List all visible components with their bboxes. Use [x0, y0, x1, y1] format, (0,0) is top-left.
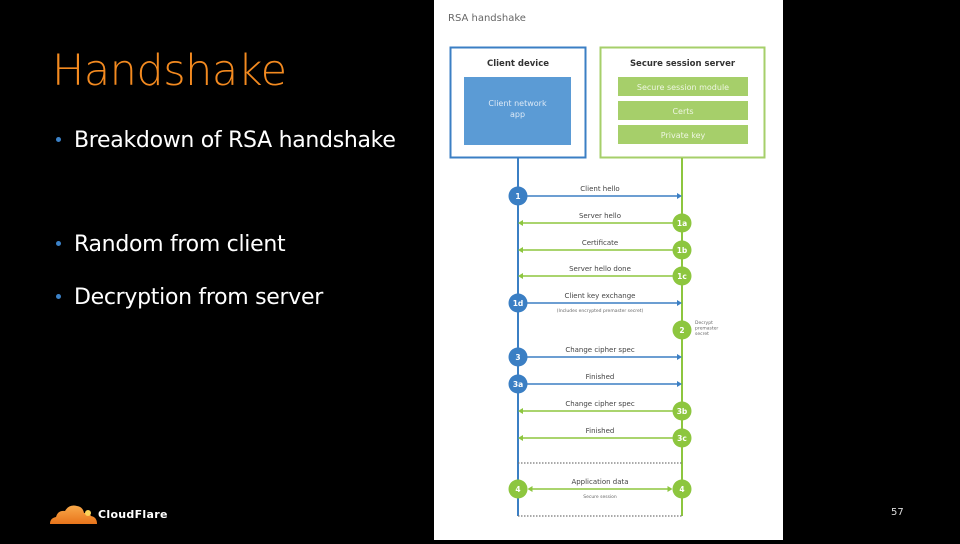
certs-box	[618, 101, 748, 120]
bullet-text: Breakdown of RSA handshake	[74, 128, 396, 153]
arrow-head-icon	[667, 486, 673, 492]
step-note: premaster	[695, 326, 718, 332]
cloudflare-logo-icon	[50, 505, 97, 524]
arrow-head-icon	[518, 435, 523, 441]
arrow-head-icon	[518, 220, 523, 226]
bullet-text: Decryption from server	[74, 285, 323, 310]
step-badge	[672, 240, 692, 260]
arrow-head-icon	[518, 408, 523, 414]
step-badge-label: 3b	[677, 407, 688, 416]
message-label: Change cipher spec	[565, 400, 635, 408]
diagram-panel: RSA handshake Client device Client netwo…	[434, 0, 783, 540]
message-sublabel: (Includes encrypted premaster secret)	[557, 308, 644, 314]
step-badge	[508, 293, 528, 313]
bullet-text: Random from client	[74, 232, 286, 257]
step-badge	[508, 374, 528, 394]
step-badge	[672, 428, 692, 448]
step-badge	[508, 347, 528, 367]
message-label: Server hello	[579, 212, 621, 220]
step-badge	[672, 266, 692, 286]
message-label: Finished	[586, 427, 615, 435]
step-badge	[672, 479, 692, 499]
arrow-head-icon	[677, 354, 682, 360]
message-label: Client hello	[580, 185, 619, 193]
arrow-head-icon	[527, 486, 533, 492]
slide-title: Handshake	[52, 46, 287, 96]
private-key-box	[618, 125, 748, 144]
server-label: Secure session server	[630, 59, 736, 69]
bullet-item: Decryption from server	[56, 287, 323, 309]
rsa-handshake-diagram: RSA handshake Client device Client netwo…	[448, 13, 766, 517]
diagram-title: RSA handshake	[448, 13, 526, 24]
step-badge	[508, 479, 528, 499]
step-badge	[672, 320, 692, 340]
message-label: Certificate	[582, 239, 618, 247]
step-badge-label: 3c	[677, 434, 687, 443]
client-app-box	[464, 77, 571, 145]
step-badge-label: 3	[515, 353, 520, 362]
arrow-head-icon	[677, 300, 682, 306]
step-badge-label: 3a	[513, 380, 523, 389]
arrow-head-icon	[677, 193, 682, 199]
server-module-box	[618, 77, 748, 96]
client-device-label: Client device	[487, 59, 549, 69]
bullet-dot-icon	[56, 293, 61, 299]
step-badge-label: 4	[515, 485, 520, 494]
client-app-label-line1: Client network	[488, 99, 547, 108]
bullet-item: Breakdown of RSA handshake	[56, 130, 396, 152]
brand-name: CloudFlare	[98, 508, 168, 521]
server-module-label: Secure session module	[637, 83, 729, 92]
message-label: Server hello done	[569, 265, 631, 273]
message-label: Application data	[571, 478, 628, 486]
step-badge-label: 2	[679, 326, 684, 335]
message-label: Client key exchange	[565, 292, 636, 300]
step-badge-label: 1b	[677, 246, 688, 255]
step-note: secret	[695, 331, 709, 337]
bullet-item: Random from client	[56, 232, 286, 257]
step-badge-label: 1c	[677, 272, 687, 281]
step-badge-label: 1	[515, 192, 520, 201]
step-badge	[672, 213, 692, 233]
step-badge-label: 1a	[677, 219, 687, 228]
arrow-head-icon	[677, 381, 682, 387]
message-label: Change cipher spec	[565, 346, 635, 354]
private-key-label: Private key	[661, 131, 706, 140]
bullet-dot-icon	[56, 240, 61, 246]
bullet-dot-icon	[56, 136, 61, 142]
step-badge-label: 4	[679, 485, 684, 494]
message-label: Finished	[586, 373, 615, 381]
certs-label: Certs	[672, 107, 693, 116]
step-badge-label: 1d	[513, 299, 524, 308]
page-number: 57	[891, 507, 904, 518]
message-sublabel: Secure session	[583, 494, 617, 500]
arrow-head-icon	[518, 247, 523, 253]
client-app-label-line2: app	[510, 110, 525, 119]
step-badge	[508, 186, 528, 206]
arrow-head-icon	[518, 273, 523, 279]
step-badge	[672, 401, 692, 421]
step-note: Decrypt	[695, 320, 713, 326]
